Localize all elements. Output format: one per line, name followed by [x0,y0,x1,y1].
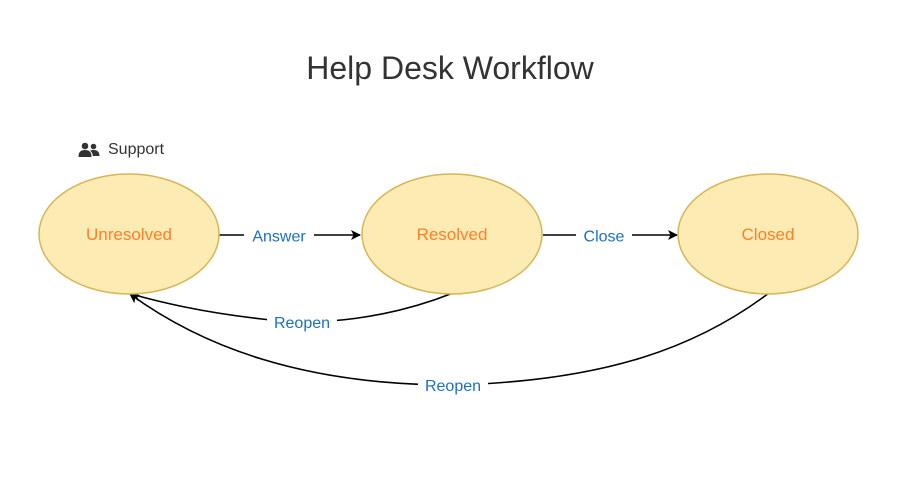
edge-reopen-from-closed[interactable]: Reopen [129,292,770,396]
state-label-unresolved: Unresolved [86,225,172,244]
state-label-resolved: Resolved [417,225,488,244]
edge-label-reopen-1: Reopen [274,315,330,332]
lane-label-text: Support [108,141,165,158]
users-icon [78,142,100,157]
state-closed[interactable]: Closed [677,173,859,295]
state-unresolved[interactable]: Unresolved [38,173,220,295]
edge-answer[interactable]: Answer [219,225,361,247]
state-label-closed: Closed [742,225,795,244]
state-resolved[interactable]: Resolved [361,173,543,295]
diagram-title: Help Desk Workflow [306,50,594,86]
lane-label: Support [78,141,164,159]
edge-close[interactable]: Close [543,225,678,247]
edge-label-reopen-2: Reopen [425,378,481,395]
edge-label-close: Close [584,229,625,246]
edge-reopen-from-resolved[interactable]: Reopen [130,291,454,333]
edge-label-answer: Answer [252,229,306,246]
